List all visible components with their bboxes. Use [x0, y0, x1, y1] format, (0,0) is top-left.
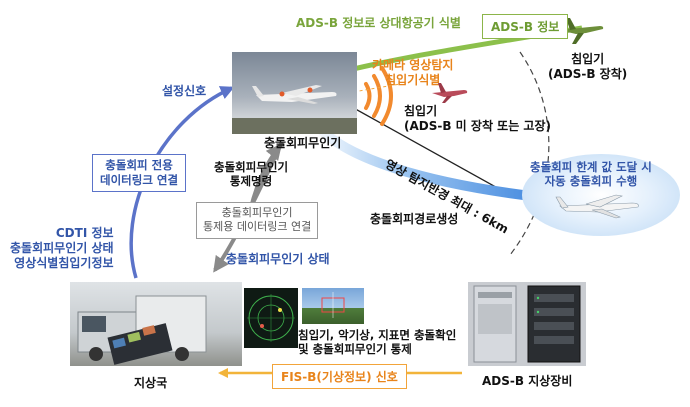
datalink-dedicated-box: 충돌회피 전용 데이터링크 연결 [92, 154, 187, 192]
intruder-unequipped-icon [432, 83, 468, 103]
uav-name-label: 충돌회피무인기 [264, 136, 342, 150]
camera-detect-label: 카메라 영상탐지 침입기식별 [372, 58, 454, 87]
gcs-control-label: 침입기, 악기상, 지표면 충돌확인 및 충돌회피무인기 통제 [298, 328, 457, 357]
uav-photo [232, 52, 357, 134]
path-gen-label: 충돌회피경로생성 [370, 212, 459, 226]
avoiding-uav-icon [555, 194, 639, 219]
datalink-control-box: 충돌회피무인기 통제용 데이터링크 연결 [196, 202, 319, 239]
control-command-label: 충돌회피무인기 통제명령 [214, 160, 289, 189]
camera-screen [302, 288, 364, 324]
auto-avoid-label: 충돌회피 한계 값 도달 시 자동 충돌회피 수행 [530, 160, 652, 189]
adsb-ground-photo [468, 282, 586, 366]
adsb-info-box: ADS-B 정보 [482, 14, 569, 39]
adsb-ground-label: ADS-B 지상장비 [482, 374, 573, 388]
range-boundary-arc [509, 51, 550, 256]
radar-screen [244, 288, 298, 348]
fisb-box: FIS-B(기상정보) 신호 [272, 364, 407, 389]
adsb-identify-label: ADS-B 정보로 상대항공기 식별 [296, 16, 461, 30]
intruder-equipped-label: 침입기 (ADS-B 장착) [548, 52, 628, 81]
uav-status-label: 충돌회피무인기 상태 [226, 252, 330, 266]
setting-signal-label: 설정신호 [162, 84, 207, 98]
ground-station-photo [70, 282, 242, 366]
auto-avoid-bubble [522, 154, 680, 236]
cdti-info-label: CDTI 정보 충돌회피무인기 상태 영상식별침입기정보 [10, 226, 114, 270]
intruder-unequipped-label: 침입기 (ADS-B 미 장착 또는 고장) [404, 104, 551, 133]
ground-station-label: 지상국 [134, 376, 168, 390]
range-arrow [330, 95, 514, 197]
camera-wave-icon [364, 66, 393, 126]
